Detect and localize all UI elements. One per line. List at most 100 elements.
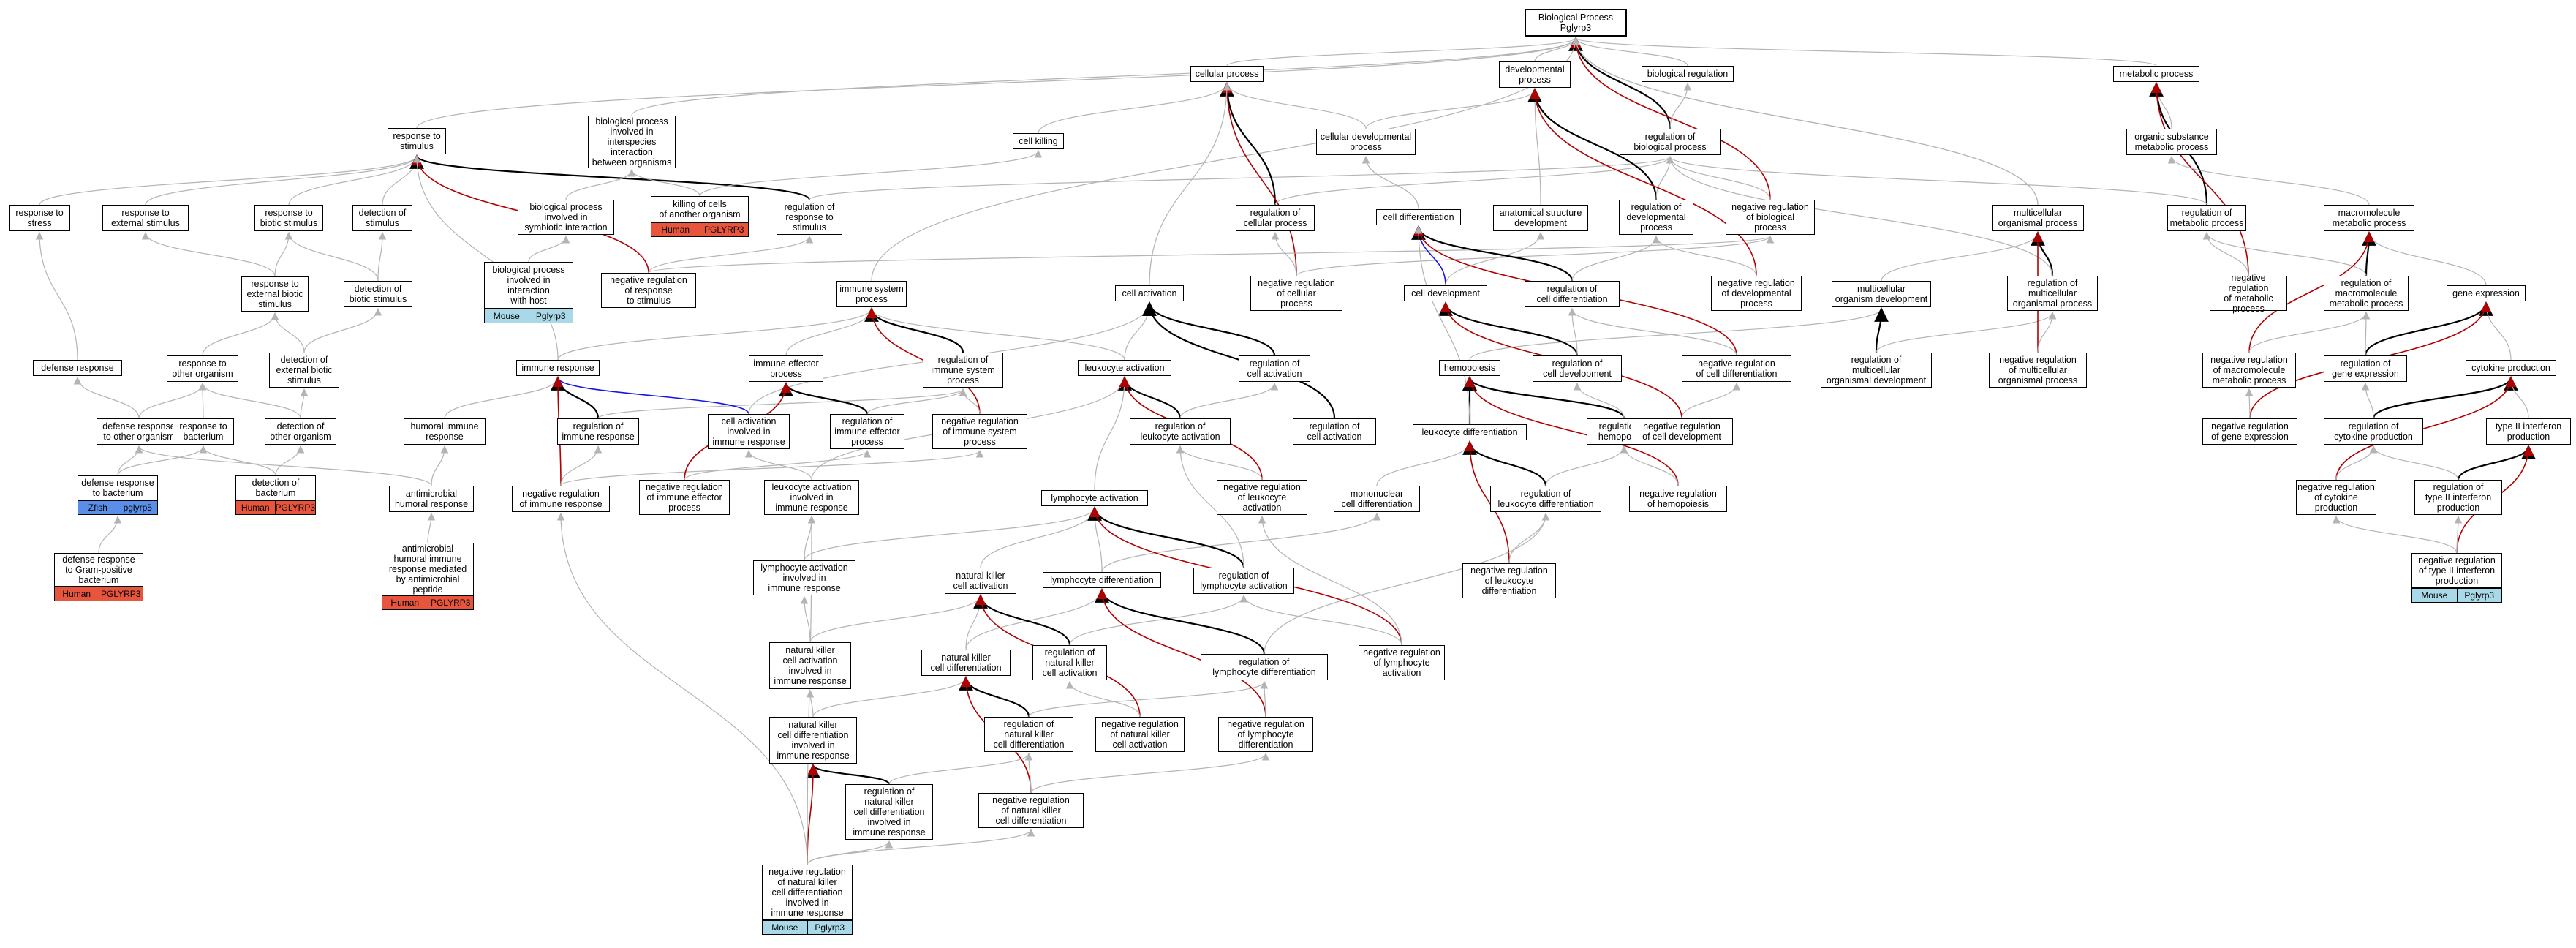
go-term-regulation-cytokine[interactable]: regulation of cytokine production	[2324, 418, 2423, 445]
go-term-neg-reg-cell-differentiation[interactable]: negative regulation of cell differentiat…	[1682, 356, 1791, 382]
go-term-neg-reg-cellular-process[interactable]: negative regulation of cellular process	[1250, 276, 1342, 311]
go-term-regulation-metabolic[interactable]: regulation of metabolic process	[2167, 205, 2246, 231]
go-term-nk-activation-immune[interactable]: natural killer cell activation involved …	[769, 642, 851, 689]
go-term-developmental-process[interactable]: developmental process	[1499, 61, 1571, 88]
go-term-cell-activation[interactable]: cell activation	[1115, 285, 1184, 301]
go-term-cell-development[interactable]: cell development	[1404, 285, 1487, 301]
go-term-defense-other-organism[interactable]: defense response to other organism	[97, 418, 181, 445]
go-term-regulation-response-stimulus[interactable]: regulation of response to stimulus	[777, 200, 842, 235]
go-term-response-bacterium[interactable]: response to bacterium	[173, 418, 234, 445]
go-term-defense-gram-positive[interactable]: defense response to Gram-positive bacter…	[54, 553, 143, 587]
go-term-neg-reg-immune-system[interactable]: negative regulation of immune system pro…	[932, 414, 1027, 449]
go-term-neg-reg-cell-development[interactable]: negative regulation of cell development	[1631, 418, 1733, 445]
go-term-neg-reg-multicellular[interactable]: negative regulation of multicellular org…	[1989, 353, 2087, 388]
go-term-regulation-nk-differentiation[interactable]: regulation of natural killer cell differ…	[984, 717, 1073, 752]
go-term-leukocyte-differentiation[interactable]: leukocyte differentiation	[1413, 424, 1527, 440]
go-term-regulation-multicellular-development[interactable]: regulation of multicellular organismal d…	[1821, 353, 1932, 388]
go-term-bp[interactable]: Biological Process Pglyrp3	[1525, 9, 1627, 37]
go-term-neg-reg-lymphocyte-activation[interactable]: negative regulation of lymphocyte activa…	[1359, 645, 1445, 680]
go-term-cytokine-production[interactable]: cytokine production	[2466, 360, 2556, 376]
go-term-humoral-immune-response[interactable]: humoral immune response	[404, 418, 486, 445]
go-term-biological-regulation[interactable]: biological regulation	[1642, 66, 1734, 82]
go-term-antimicrobial-humoral[interactable]: antimicrobial humoral response	[389, 486, 474, 512]
go-term-neg-reg-bp[interactable]: negative regulation of biological proces…	[1726, 200, 1815, 235]
go-term-neg-reg-response-stimulus[interactable]: negative regulation of response to stimu…	[601, 273, 696, 308]
go-term-response-to-stimulus[interactable]: response to stimulus	[388, 128, 446, 154]
go-term-regulation-cell-differentiation[interactable]: regulation of cell differentiation	[1525, 281, 1620, 307]
go-term-type2-interferon[interactable]: type II interferon production	[2486, 418, 2571, 445]
go-term-metabolic-process[interactable]: metabolic process	[2113, 66, 2199, 82]
go-term-regulation-immune-effector[interactable]: regulation of immune effector process	[830, 414, 904, 449]
go-term-detection-biotic[interactable]: detection of biotic stimulus	[344, 281, 412, 307]
go-term-cell-activation-immune[interactable]: cell activation involved in immune respo…	[708, 414, 790, 449]
go-term-neg-reg-type2[interactable]: negative regulation of type II interfero…	[2411, 553, 2502, 588]
go-term-response-external[interactable]: response to external stimulus	[102, 205, 189, 231]
go-term-regulation-macromolecule[interactable]: regulation of macromolecule metabolic pr…	[2324, 276, 2409, 311]
go-term-cellular-process[interactable]: cellular process	[1190, 66, 1264, 82]
go-term-response-to-stress[interactable]: response to stress	[9, 205, 70, 231]
go-term-regulation-leukocyte-differentiation[interactable]: regulation of leukocyte differentiation	[1490, 486, 1601, 512]
go-term-gene-expression[interactable]: gene expression	[2447, 285, 2526, 301]
go-term-multicellular-organismal[interactable]: multicellular organismal process	[1992, 205, 2084, 231]
go-term-cell-killing[interactable]: cell killing	[1013, 133, 1064, 149]
go-term-neg-reg-metabolic[interactable]: negative regulation of metabolic process	[2210, 273, 2287, 314]
go-term-regulation-lymphocyte-differentiation[interactable]: regulation of lymphocyte differentiation	[1201, 654, 1328, 680]
go-term-defense-bacterium[interactable]: defense response to bacterium	[78, 475, 158, 500]
go-term-nk-differentiation[interactable]: natural killer cell differentiation	[921, 650, 1011, 676]
go-term-immune-response[interactable]: immune response	[516, 360, 600, 376]
go-term-nk-activation[interactable]: natural killer cell activation	[945, 568, 1016, 594]
go-term-regulation-developmental[interactable]: regulation of developmental process	[1619, 200, 1693, 235]
go-term-neg-reg-macromolecule[interactable]: negative regulation of macromolecule met…	[2202, 353, 2296, 388]
go-term-neg-reg-cytokine[interactable]: negative regulation of cytokine producti…	[2296, 480, 2376, 515]
go-term-regulation-bp[interactable]: regulation of biological process	[1620, 129, 1721, 155]
go-term-detection-stimulus[interactable]: detection of stimulus	[352, 205, 412, 231]
go-term-nk-diff-immune[interactable]: natural killer cell differentiation invo…	[769, 717, 857, 764]
go-term-detection-external-biotic[interactable]: detection of external biotic stimulus	[269, 353, 339, 388]
go-term-lymphocyte-activation[interactable]: lymphocyte activation	[1041, 490, 1148, 506]
go-term-regulation-type2[interactable]: regulation of type II interferon product…	[2414, 480, 2502, 515]
go-term-organic-substance-metabolic[interactable]: organic substance metabolic process	[2126, 129, 2217, 155]
go-term-neg-reg-lymphocyte-differentiation[interactable]: negative regulation of lymphocyte differ…	[1218, 717, 1313, 752]
go-term-neg-reg-immune-effector[interactable]: negative regulation of immune effector p…	[639, 480, 730, 515]
go-term-detection-bacterium[interactable]: detection of bacterium	[235, 475, 316, 500]
go-term-response-external-biotic[interactable]: response to external biotic stimulus	[241, 276, 309, 312]
go-term-cell-differentiation[interactable]: cell differentiation	[1376, 209, 1461, 225]
go-term-response-other-organism[interactable]: response to other organism	[167, 356, 238, 382]
go-term-regulation-cellular-process[interactable]: regulation of cellular process	[1236, 205, 1315, 231]
go-term-leukocyte-activation-immune[interactable]: leukocyte activation involved in immune …	[764, 480, 859, 515]
go-term-regulation-of-cell-activation2[interactable]: regulation of cell activation	[1293, 418, 1376, 445]
go-term-neg-reg-nk-activation[interactable]: negative regulation of natural killer ce…	[1095, 717, 1185, 752]
go-term-hemopoiesis[interactable]: hemopoiesis	[1439, 360, 1500, 376]
go-term-regulation-leukocyte-activation[interactable]: regulation of leukocyte activation	[1130, 418, 1231, 445]
go-term-lymphocyte-activation-immune[interactable]: lymphocyte activation involved in immune…	[753, 560, 855, 595]
go-term-antimicrobial-peptide[interactable]: antimicrobial humoral immune response me…	[382, 543, 474, 595]
go-term-regulation-immune-response[interactable]: regulation of immune response	[557, 418, 639, 445]
go-term-regulation-cell-activation[interactable]: regulation of cell activation	[1239, 356, 1310, 382]
go-term-immune-effector-process[interactable]: immune effector process	[749, 356, 823, 382]
go-term-macromolecule-metabolic[interactable]: macromolecule metabolic process	[2324, 205, 2414, 231]
go-term-lymphocyte-differentiation[interactable]: lymphocyte differentiation	[1043, 572, 1161, 588]
go-term-regulation-immune-system[interactable]: regulation of immune system process	[923, 353, 1003, 388]
go-term-neg-reg-leukocyte-activation[interactable]: negative regulation of leukocyte activat…	[1217, 480, 1307, 515]
go-term-regulation-lymphocyte-activation[interactable]: regulation of lymphocyte activation	[1193, 568, 1294, 594]
go-term-multicellular-organism-development[interactable]: multicellular organism development	[1832, 281, 1931, 307]
go-term-neg-reg-nk-diff-immune[interactable]: negative regulation of natural killer ce…	[762, 865, 853, 920]
go-term-cellular-developmental-process[interactable]: cellular developmental process	[1316, 129, 1416, 155]
go-term-regulation-nk-diff-immune[interactable]: regulation of natural killer cell differ…	[845, 784, 933, 840]
go-term-neg-reg-hemopoiesis[interactable]: negative regulation of hemopoiesis	[1629, 486, 1727, 512]
go-term-neg-reg-immune-response[interactable]: negative regulation of immune response	[512, 486, 610, 512]
go-term-regulation-gene-expression[interactable]: regulation of gene expression	[2324, 356, 2407, 382]
go-term-leukocyte-activation[interactable]: leukocyte activation	[1078, 360, 1171, 376]
go-term-response-biotic[interactable]: response to biotic stimulus	[254, 205, 323, 231]
go-term-regulation-multicellular[interactable]: regulation of multicellular organismal p…	[2007, 276, 2098, 311]
go-term-mononuclear-differentiation[interactable]: mononuclear cell differentiation	[1334, 486, 1420, 512]
go-term-interaction-with-host[interactable]: biological process involved in interacti…	[484, 262, 573, 309]
go-term-neg-reg-gene-expression[interactable]: negative regulation of gene expression	[2202, 418, 2297, 445]
go-term-anatomical-structure[interactable]: anatomical structure development	[1493, 205, 1588, 231]
go-term-killing-cells[interactable]: killing of cells of another organism	[651, 196, 749, 222]
go-term-interspecies[interactable]: biological process involved in interspec…	[588, 116, 676, 168]
go-term-symbiotic[interactable]: biological process involved in symbiotic…	[518, 200, 614, 235]
go-term-defense-response[interactable]: defense response	[33, 360, 122, 376]
go-term-regulation-nk-activation[interactable]: regulation of natural killer cell activa…	[1032, 645, 1107, 680]
go-term-neg-reg-leukocyte-differentiation[interactable]: negative regulation of leukocyte differe…	[1462, 563, 1556, 598]
